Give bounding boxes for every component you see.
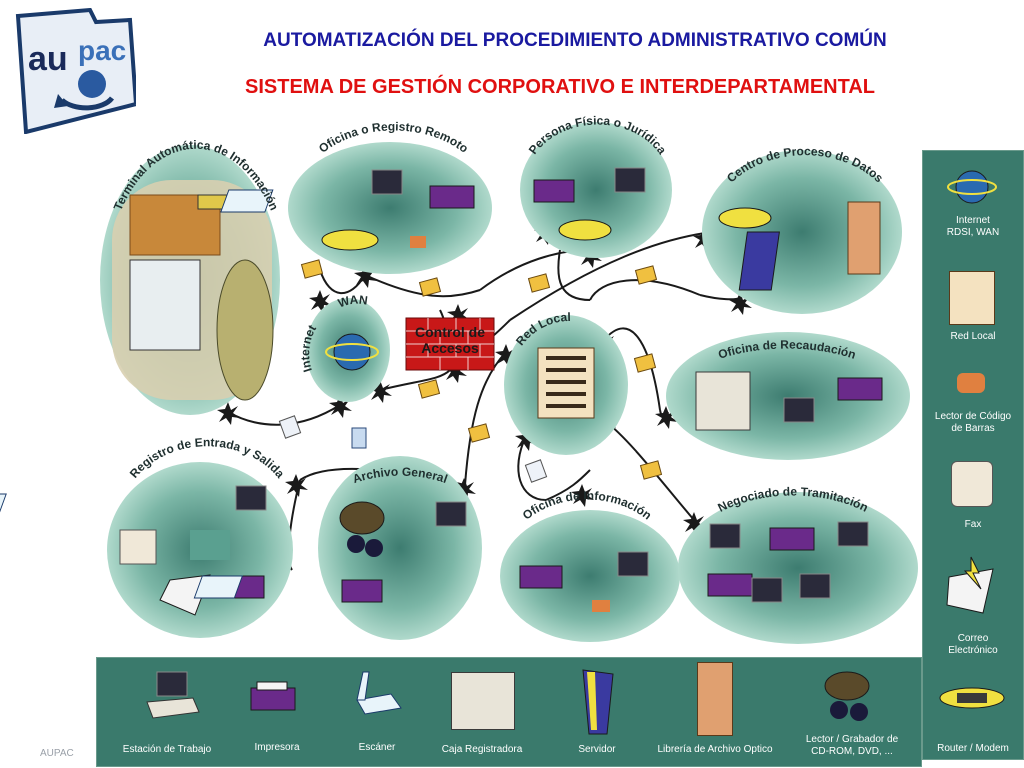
control-accesos xyxy=(405,317,495,371)
node-internet xyxy=(306,298,390,402)
legend-impresora: Impresora xyxy=(254,742,300,753)
fax-icon xyxy=(951,461,993,507)
workstation-icon xyxy=(143,668,203,724)
email-icon xyxy=(943,555,999,619)
node-oficina-informacion xyxy=(500,510,680,642)
control-accesos-label: Control de Accesos xyxy=(415,324,485,356)
node-oficina-registro xyxy=(220,142,492,274)
patch-panel-icon xyxy=(949,271,995,325)
node-red-local xyxy=(504,315,628,455)
server-icon xyxy=(567,664,627,738)
node-centro-proceso xyxy=(702,150,902,314)
scanner-icon xyxy=(353,668,405,716)
node-archivo-general xyxy=(193,456,482,640)
legend-libreria-archivo: Librería de Archivo Optico xyxy=(657,744,773,755)
node-negociado xyxy=(678,492,918,644)
router-icon xyxy=(937,687,1007,709)
page-title: AUTOMATIZACIÓN DEL PROCEDIMIENTO ADMINIS… xyxy=(263,30,887,51)
cd-rom-icon xyxy=(817,668,877,724)
barcode-reader-icon xyxy=(957,373,985,393)
node-recaudacion xyxy=(666,332,910,460)
optical-library-icon xyxy=(697,662,733,736)
connection-lines xyxy=(227,232,741,571)
node-registro-entrada xyxy=(0,462,293,638)
control-accesos-label-box: Control de Accesos xyxy=(415,324,485,356)
logo-text-pac: pac xyxy=(78,35,126,66)
legend-escaner: Escáner xyxy=(358,742,396,753)
footer-text: AUPAC xyxy=(40,748,74,759)
legend-bottom-panel: Estación de Trabajo Impresora Escáner Ca… xyxy=(96,657,922,767)
globe-icon xyxy=(947,165,997,209)
aupac-logo: au pac xyxy=(12,7,139,135)
legend-estacion-trabajo: Estación de Trabajo xyxy=(122,744,212,755)
page-subtitle: SISTEMA DE GESTIÓN CORPORATIVO E INTERDE… xyxy=(244,76,876,98)
node-persona xyxy=(520,122,672,258)
logo-text-au: au xyxy=(28,40,68,78)
legend-fax: Fax xyxy=(964,519,982,530)
legend-router: Router / Modem xyxy=(937,743,1009,754)
label-wan: WAN xyxy=(336,292,369,310)
legend-red-local: Red Local xyxy=(950,331,996,342)
cash-register-icon xyxy=(451,672,515,730)
legend-caja-registradora: Caja Registradora xyxy=(441,744,523,755)
modem-icons xyxy=(278,259,663,483)
printer-icon xyxy=(247,680,299,716)
legend-servidor: Servidor xyxy=(578,744,616,755)
